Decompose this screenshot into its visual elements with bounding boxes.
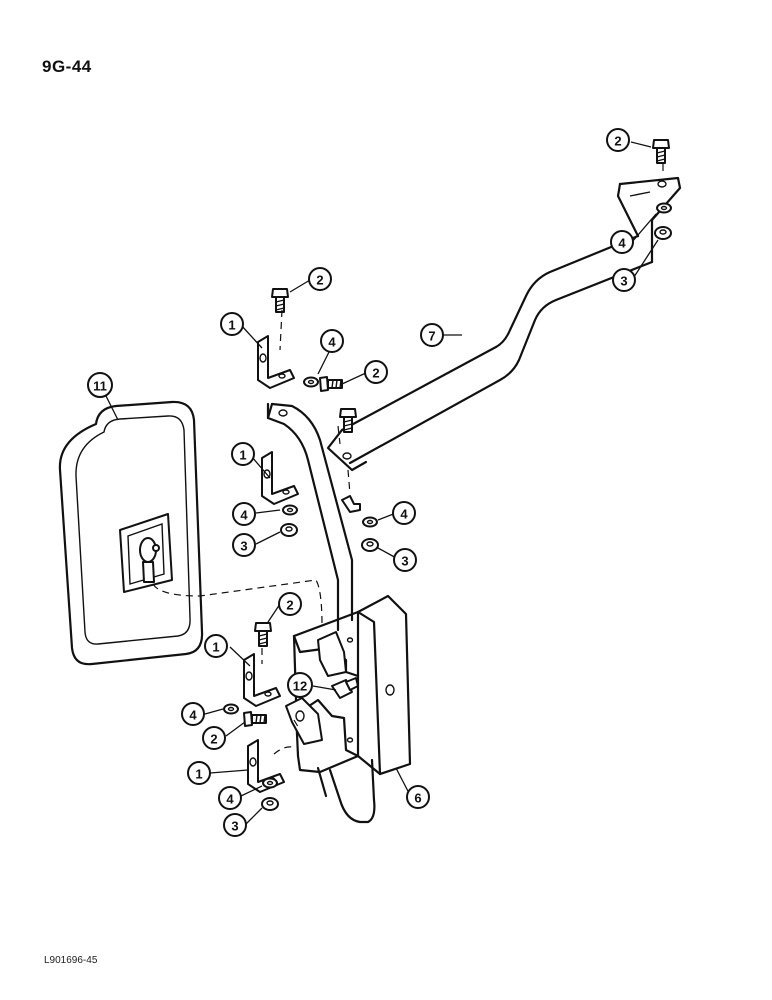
callout-3-middle-right: 3 — [393, 548, 417, 572]
callout-4-middle-right: 4 — [392, 501, 416, 525]
mirror-rod — [266, 402, 376, 824]
callout-4-lower: 4 — [181, 702, 205, 726]
svg-text:4: 4 — [400, 507, 408, 522]
nut-3-middle-right — [361, 538, 379, 552]
svg-text:12: 12 — [293, 679, 307, 694]
svg-text:4: 4 — [618, 236, 626, 251]
callout-2-horizontal-lower: 2 — [202, 726, 226, 750]
svg-text:6: 6 — [414, 791, 421, 806]
clamp-1-upper — [257, 335, 295, 389]
callout-3-bottom: 3 — [223, 813, 247, 837]
callout-2-lower: 2 — [278, 592, 302, 616]
washer-4-lower — [223, 703, 239, 715]
bolt-2-lower — [254, 622, 272, 647]
washer-4-middle-left — [282, 504, 298, 516]
arm-clip — [341, 495, 361, 513]
svg-text:11: 11 — [93, 379, 107, 394]
callout-2-top: 2 — [606, 128, 630, 152]
callout-1-lower: 1 — [204, 634, 228, 658]
svg-text:1: 1 — [195, 767, 202, 782]
drawing-code: L901696-45 — [44, 955, 98, 966]
support-arm-7 — [326, 176, 682, 472]
assembly-lines — [152, 164, 664, 755]
bolt-2-horizontal-upper — [319, 376, 343, 392]
callout-4-middle-left: 4 — [232, 502, 256, 526]
svg-text:1: 1 — [212, 640, 219, 655]
callout-12: 12 — [287, 672, 313, 698]
callout-1-upper: 1 — [220, 312, 244, 336]
callout-4-bottom: 4 — [218, 786, 242, 810]
svg-text:4: 4 — [240, 508, 248, 523]
hardware — [223, 139, 672, 811]
nut-3-bottom — [261, 797, 279, 811]
svg-text:2: 2 — [316, 273, 323, 288]
callout-11: 11 — [87, 372, 113, 398]
svg-text:4: 4 — [189, 708, 197, 723]
bolt-2-top — [652, 139, 670, 164]
callout-2-upper: 2 — [308, 267, 332, 291]
washer-4-top — [656, 202, 672, 214]
svg-text:4: 4 — [328, 335, 336, 350]
leader-lines — [105, 141, 659, 825]
washer-4-middle-right — [362, 516, 378, 528]
nut-3-middle-left — [280, 523, 298, 537]
arm-hole-bottom — [342, 452, 352, 460]
callout-4-upper: 4 — [320, 329, 344, 353]
svg-text:3: 3 — [240, 539, 247, 554]
svg-text:1: 1 — [239, 448, 246, 463]
nut-3-top — [654, 226, 672, 240]
mounting-bracket-6 — [285, 594, 412, 776]
svg-text:3: 3 — [401, 554, 408, 569]
clamp-1-middle — [261, 451, 299, 505]
washer-4-upper — [303, 376, 319, 388]
svg-text:2: 2 — [286, 598, 293, 613]
washer-4-bottom — [262, 777, 278, 789]
callout-7: 7 — [420, 323, 444, 347]
svg-text:2: 2 — [372, 366, 379, 381]
svg-text:7: 7 — [428, 329, 435, 344]
callout-6: 6 — [406, 785, 430, 809]
callout-3-top: 3 — [612, 268, 636, 292]
svg-text:2: 2 — [614, 134, 621, 149]
mirror-11 — [58, 400, 204, 666]
svg-text:3: 3 — [231, 819, 238, 834]
callout-2-horizontal-upper: 2 — [364, 360, 388, 384]
svg-text:4: 4 — [226, 792, 234, 807]
callout-4-top: 4 — [610, 230, 634, 254]
mirror-bolt-12 — [331, 677, 359, 699]
svg-text:2: 2 — [210, 732, 217, 747]
svg-text:3: 3 — [620, 274, 627, 289]
arm-hole-top — [657, 180, 667, 188]
callout-1-middle: 1 — [231, 442, 255, 466]
page-code: 9G-44 — [42, 57, 92, 76]
callout-1-bottom: 1 — [187, 761, 211, 785]
bolt-2-horizontal-lower — [243, 711, 267, 727]
bolt-2-upper-left — [271, 288, 289, 313]
svg-text:1: 1 — [228, 318, 235, 333]
callout-3-middle-left: 3 — [232, 533, 256, 557]
